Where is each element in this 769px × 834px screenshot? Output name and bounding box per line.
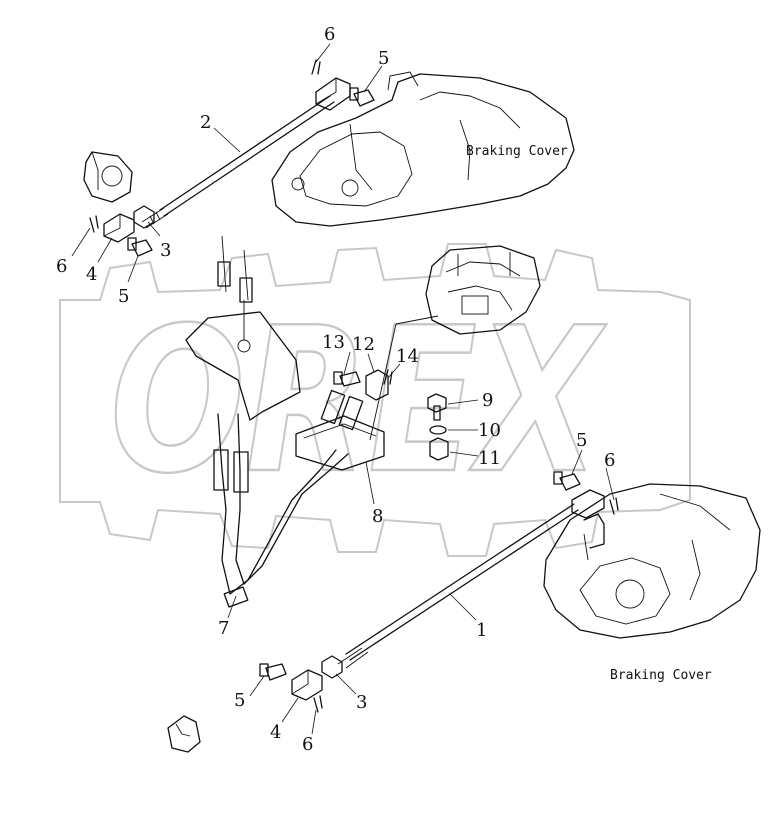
- leader-lines: [71, 43, 615, 735]
- nut-3-left: [133, 205, 155, 229]
- callout-2: 2: [200, 112, 211, 133]
- control-cable-7: [213, 413, 349, 608]
- callout-9: 9: [482, 390, 493, 411]
- callout-6-right: 6: [604, 450, 615, 471]
- callout-12: 12: [352, 334, 375, 355]
- callout-10: 10: [478, 420, 501, 441]
- callout-8: 8: [372, 506, 383, 527]
- bolt-5-top: [349, 87, 375, 107]
- clevis-12: [365, 369, 389, 401]
- washer-10: [429, 425, 447, 435]
- clevis-upper: [315, 77, 351, 111]
- callout-6-left: 6: [56, 256, 67, 277]
- bolt-5-right: [553, 471, 581, 491]
- bolt-9: [427, 393, 447, 421]
- watermark-logo: OREX: [59, 243, 691, 557]
- nut-11: [429, 437, 449, 461]
- callout-11: 11: [478, 448, 501, 469]
- watermark-gear-outline: [59, 243, 691, 557]
- yoke-lower-left: [167, 715, 201, 753]
- rod-2: [141, 95, 335, 229]
- clevis-right: [571, 489, 605, 549]
- callout-5-top: 5: [378, 48, 389, 69]
- callout-7: 7: [218, 618, 229, 639]
- callout-3-left: 3: [160, 240, 171, 261]
- callout-6-bottom: 6: [302, 734, 313, 755]
- bolt-5-left: [127, 237, 153, 257]
- callout-6-top: 6: [324, 24, 335, 45]
- cotter-pin-6-top: [311, 59, 321, 75]
- braking-cover-label-bottom: Braking Cover: [610, 668, 712, 683]
- braking-cover-housing-top: [271, 71, 575, 227]
- cotter-pin-6-left: [89, 215, 99, 233]
- callout-5-bottom: 5: [234, 690, 245, 711]
- callout-5-right: 5: [576, 430, 587, 451]
- cotter-pin-6-right: [609, 497, 619, 515]
- bracket-housing-center: [425, 245, 541, 335]
- braking-cover-label-top: Braking Cover: [466, 144, 568, 159]
- callout-5-left: 5: [118, 286, 129, 307]
- bolt-5-bottom: [259, 663, 287, 681]
- callout-4-bottom: 4: [270, 722, 281, 743]
- watermark-text: OREX: [110, 285, 607, 518]
- callout-14: 14: [396, 346, 419, 367]
- cotter-pin-6-bottom: [313, 695, 323, 713]
- braking-cover-housing-bottom: [543, 483, 761, 639]
- callout-3-bottom: 3: [356, 692, 367, 713]
- nut-3-bottom: [321, 655, 343, 679]
- rod-1: [337, 503, 579, 669]
- callout-numbers: 6 5 2 3 6 4 5 13 12 14 9 10 11 8 5 6 7 1…: [56, 24, 615, 755]
- lever-mounting-plate: [185, 235, 301, 421]
- bolt-13: [333, 371, 361, 387]
- bracket-8: [295, 315, 439, 471]
- clevis-4-bottom: [291, 669, 323, 701]
- callout-4-left: 4: [86, 264, 97, 285]
- callout-1: 1: [476, 620, 487, 641]
- clevis-4-left: [103, 213, 135, 243]
- callout-13: 13: [322, 332, 345, 353]
- lever-bracket-upper-left: [83, 151, 133, 203]
